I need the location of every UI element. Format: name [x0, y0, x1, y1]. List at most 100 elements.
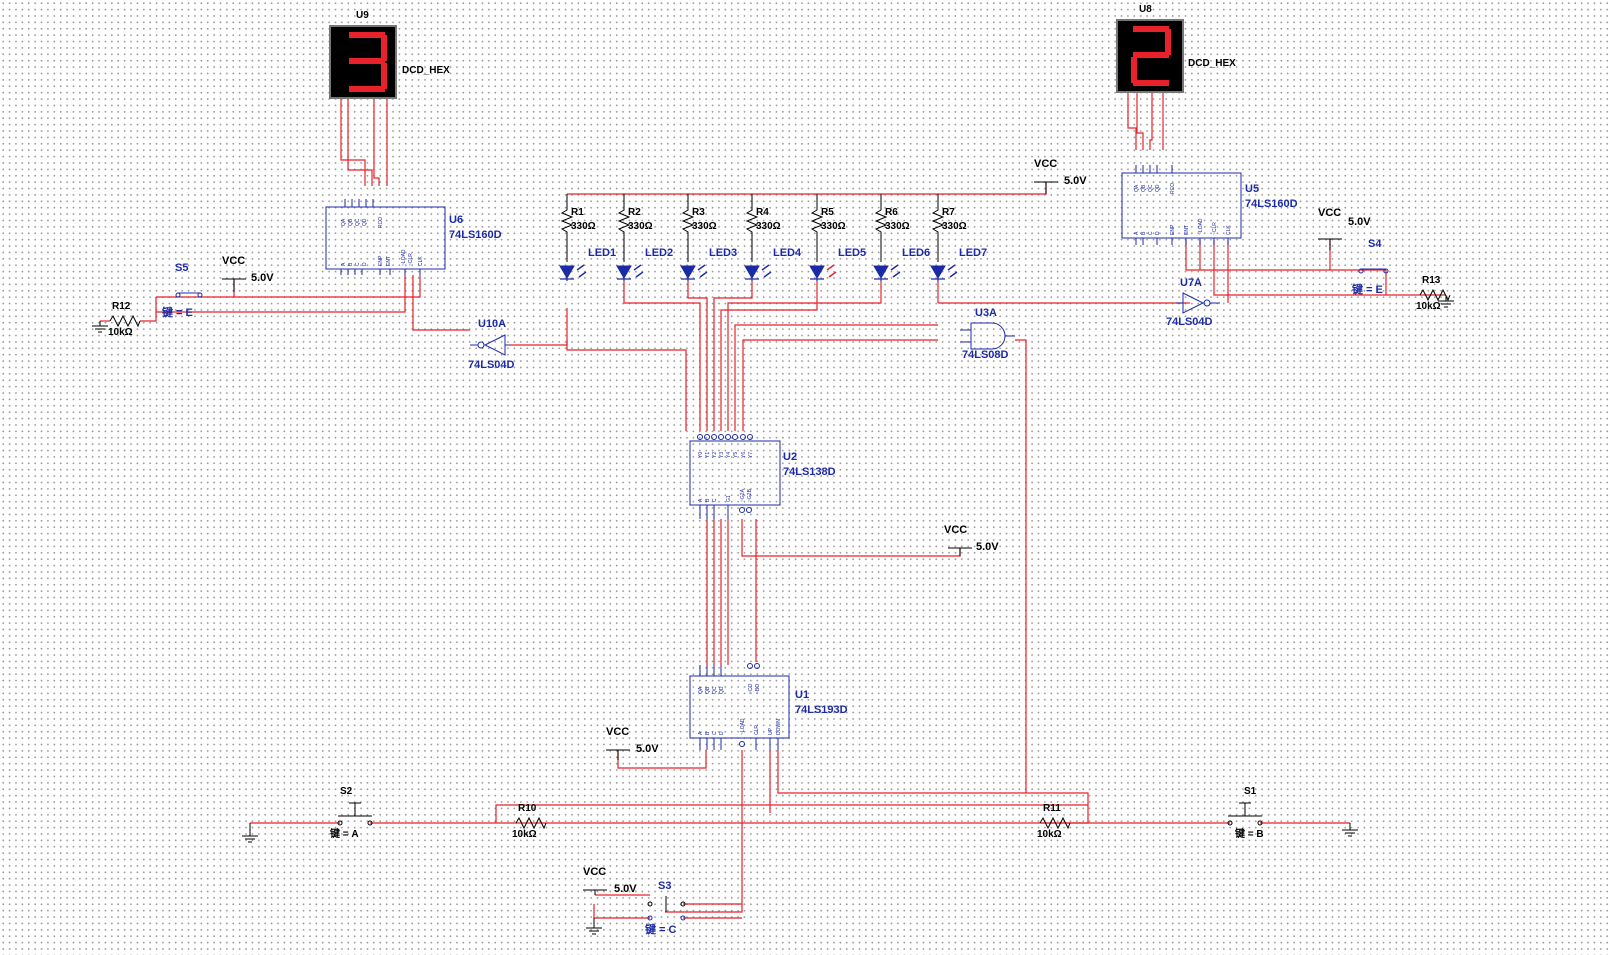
resistor-r4[interactable]: R4 330Ω [745, 194, 781, 262]
s3-key: 键 = C [644, 922, 677, 936]
u2-ref: U2 [783, 451, 797, 463]
u2-pin-y2: Y2 [712, 452, 718, 458]
u5-pin-d: D [1155, 231, 1161, 235]
u10a-type: 74LS04D [468, 359, 515, 371]
u9-type: DCD_HEX [402, 65, 450, 76]
s4-key: 键 = E [1351, 282, 1383, 296]
u6-pin-ent: ENT [386, 256, 392, 266]
r13-ref: R13 [1422, 275, 1441, 286]
switch-s3[interactable]: S3 键 = C [644, 880, 686, 936]
switch-s5[interactable]: S5 键 = E [161, 262, 203, 319]
u2-pin-y0: Y0 [698, 452, 704, 458]
r13-value: 10kΩ [1416, 301, 1441, 312]
led-7[interactable]: LED7 [930, 247, 987, 281]
digit-2-segments [1131, 26, 1171, 86]
u2-pin-y4: Y4 [726, 452, 732, 458]
svg-text:VCC: VCC [606, 726, 629, 738]
r4-ref: R4 [756, 207, 769, 218]
r12-ref: R12 [112, 301, 131, 312]
resistor-r13[interactable]: R13 10kΩ [1416, 275, 1451, 312]
resistor-r11[interactable]: R11 10kΩ [1037, 803, 1071, 840]
hex-display-u9: U9 DCD_HEX [329, 10, 450, 99]
led-5[interactable]: LED5 [809, 247, 866, 281]
vcc-supply-2: VCC 5.0V [222, 255, 274, 292]
resistor-r1[interactable]: R1 330Ω [560, 194, 596, 262]
led-4[interactable]: LED4 [744, 247, 802, 281]
led-column-1: R1 330Ω LED1 [559, 194, 616, 281]
u1-pin-load: ~LOAD [740, 718, 746, 735]
led-1-label: LED1 [588, 247, 616, 259]
digit-3-segments [349, 32, 387, 92]
u2-pin-b: B [705, 498, 711, 502]
u5-pin-qa: QA [1134, 184, 1140, 192]
r6-ref: R6 [885, 207, 898, 218]
switch-s1[interactable]: S1 键 = B [1227, 786, 1264, 840]
u5-type: 74LS160D [1245, 198, 1298, 210]
led-6[interactable]: LED6 [873, 247, 930, 281]
resistor-r10[interactable]: R10 10kΩ [512, 803, 547, 840]
u6-pin-qd: QD [362, 218, 368, 226]
inverter-u7a[interactable]: U7A 74LS04D [1166, 277, 1220, 328]
led-1[interactable]: LED1 [559, 247, 616, 281]
svg-text:VCC: VCC [222, 255, 245, 267]
u6-pin-a: A [341, 262, 347, 266]
u2-pin-c: C [712, 498, 718, 502]
u1-pin-clr: CLR [754, 725, 760, 735]
r1-value: 330Ω [571, 221, 596, 232]
u5-pin-enp: ENP [1170, 224, 1176, 235]
led-column-2: R2 330Ω LED2 [616, 194, 673, 281]
switch-s2[interactable]: S2 键 = A [329, 786, 373, 840]
u5-pin-clk: CLK [1226, 225, 1232, 235]
u7a-ref: U7A [1180, 277, 1202, 289]
u1-pin-c: C [712, 731, 718, 735]
u1-pin-bo: ~BO [755, 684, 761, 694]
r1-ref: R1 [571, 207, 584, 218]
r7-value: 330Ω [942, 221, 967, 232]
resistor-r12[interactable]: R12 10kΩ [108, 301, 141, 338]
switch-s4[interactable]: S4 键 = E [1351, 238, 1389, 296]
s3-ref: S3 [658, 880, 671, 892]
u5-pin-load: ~LOAD [1198, 218, 1204, 235]
inverter-u10a[interactable]: U10A 74LS04D [468, 318, 515, 371]
u6-pin-qa: QA [341, 218, 347, 226]
ground-icon [1438, 295, 1454, 308]
s4-ref: S4 [1368, 238, 1382, 250]
r4-value: 330Ω [756, 221, 781, 232]
r3-ref: R3 [692, 207, 705, 218]
u2-pin-g1: G1 [726, 495, 732, 502]
ground-icon [242, 823, 258, 843]
u5-pin-rco: RCO [1170, 183, 1176, 194]
u1-pin-qc: QC [712, 686, 718, 694]
r5-value: 330Ω [821, 221, 846, 232]
led-6-label: LED6 [902, 247, 930, 259]
r11-value: 10kΩ [1037, 829, 1062, 840]
u1-ref: U1 [795, 689, 809, 701]
counter-u5[interactable]: QA QB QC QD RCO A B C D ENP ENT ~LOAD ~C… [1121, 165, 1298, 245]
u6-pin-b: B [348, 262, 354, 266]
resistor-r2[interactable]: R2 330Ω [617, 194, 653, 262]
svg-text:5.0V: 5.0V [1348, 216, 1371, 228]
decoder-u2[interactable]: Y0 Y1 Y2 Y3 Y4 Y5 Y6 Y7 A B C G1 ~G2A ~G… [689, 434, 836, 520]
u2-pin-g2a: ~G2A [740, 488, 746, 502]
r6-value: 330Ω [885, 221, 910, 232]
u2-pin-y6: Y6 [741, 452, 747, 458]
counter-u6[interactable]: QA QB QC QD RCO A B C D ENP ENT ~LOAD ~C… [325, 199, 502, 275]
and-gate-u3a[interactable]: U3A 74LS08D [960, 307, 1015, 361]
counter-u1[interactable]: QA QB QC QD ~CO ~BO A B C D ~LOAD CLR UP… [689, 663, 848, 751]
ground-icon [92, 321, 108, 333]
u1-pin-up: UP [768, 727, 774, 735]
svg-text:5.0V: 5.0V [614, 883, 637, 895]
vcc-supply-6: VCC 5.0V [583, 866, 637, 895]
led-3[interactable]: LED3 [680, 247, 737, 281]
u6-pin-load: ~LOAD [401, 249, 407, 266]
led-2[interactable]: LED2 [616, 247, 673, 281]
r2-value: 330Ω [628, 221, 653, 232]
resistor-r6[interactable]: R6 330Ω [874, 194, 910, 262]
led-column-4: R4 330Ω LED4 [744, 194, 802, 281]
u10a-ref: U10A [478, 318, 506, 330]
r10-value: 10kΩ [512, 829, 537, 840]
r2-ref: R2 [628, 207, 641, 218]
